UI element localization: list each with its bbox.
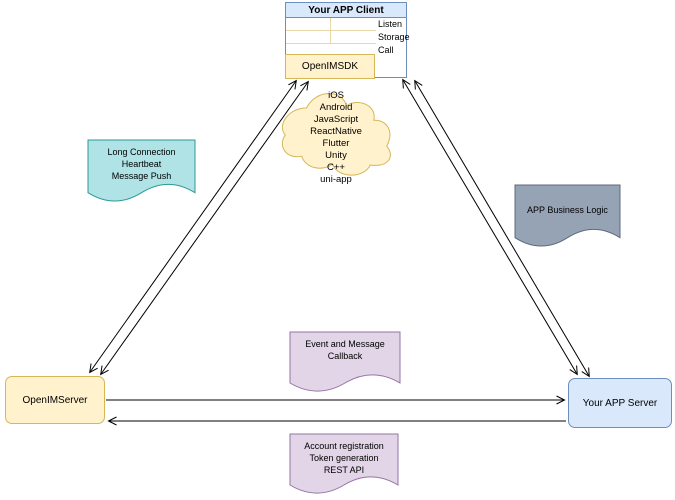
note-long-connection-text: Long Connection Heartbeat Message Push: [88, 146, 195, 182]
note-business-logic-text: APP Business Logic: [515, 204, 620, 216]
note-line: Callback: [327, 351, 363, 361]
note-line: Token generation: [309, 453, 379, 463]
note-line: Heartbeat: [121, 159, 162, 169]
platform-item: iOS: [328, 90, 344, 101]
note-rest-api-text: Account registration Token generation RE…: [290, 440, 398, 476]
connector-appserver-client-2: [414, 79, 590, 378]
note-line: APP Business Logic: [527, 205, 608, 215]
note-line: Account registration: [304, 441, 384, 451]
note-line: Long Connection: [107, 147, 176, 157]
node-openimsdk: OpenIMSDK: [285, 54, 375, 79]
platform-item: JavaScript: [313, 114, 359, 125]
client-title: Your APP Client: [286, 3, 406, 18]
platform-item: C++: [327, 162, 345, 173]
platform-item: Android: [319, 102, 353, 113]
client-inner-table: [286, 18, 376, 44]
note-line: Message Push: [111, 171, 172, 181]
note-event-callback-text: Event and Message Callback: [290, 338, 400, 362]
note-line: Event and Message: [305, 339, 385, 349]
node-your-app-client: Your APP Client Listen Storage Call Open…: [285, 2, 410, 79]
node-openim-server: OpenIMServer: [5, 376, 105, 424]
platform-item: uni-app: [320, 174, 352, 185]
note-rest-api-shape: [289, 433, 399, 494]
node-your-app-server: Your APP Server: [568, 378, 672, 428]
note-event-callback-shape: [289, 331, 401, 392]
client-table-row: [286, 31, 376, 44]
client-table-divider: [330, 18, 331, 44]
platform-list: iOS Android JavaScript ReactNative Flutt…: [276, 90, 396, 186]
connector-openimserver-client-1: [89, 79, 297, 374]
client-label-listen: Listen: [378, 19, 403, 29]
connector-openimserver-client-2: [100, 80, 309, 376]
client-label-call: Call: [378, 45, 394, 55]
platform-item: Unity: [325, 150, 347, 161]
client-table-row: [286, 18, 376, 31]
platform-item: Flutter: [322, 138, 350, 149]
note-line: REST API: [323, 465, 365, 475]
client-label-storage: Storage: [378, 32, 410, 42]
platform-item: ReactNative: [310, 126, 362, 137]
